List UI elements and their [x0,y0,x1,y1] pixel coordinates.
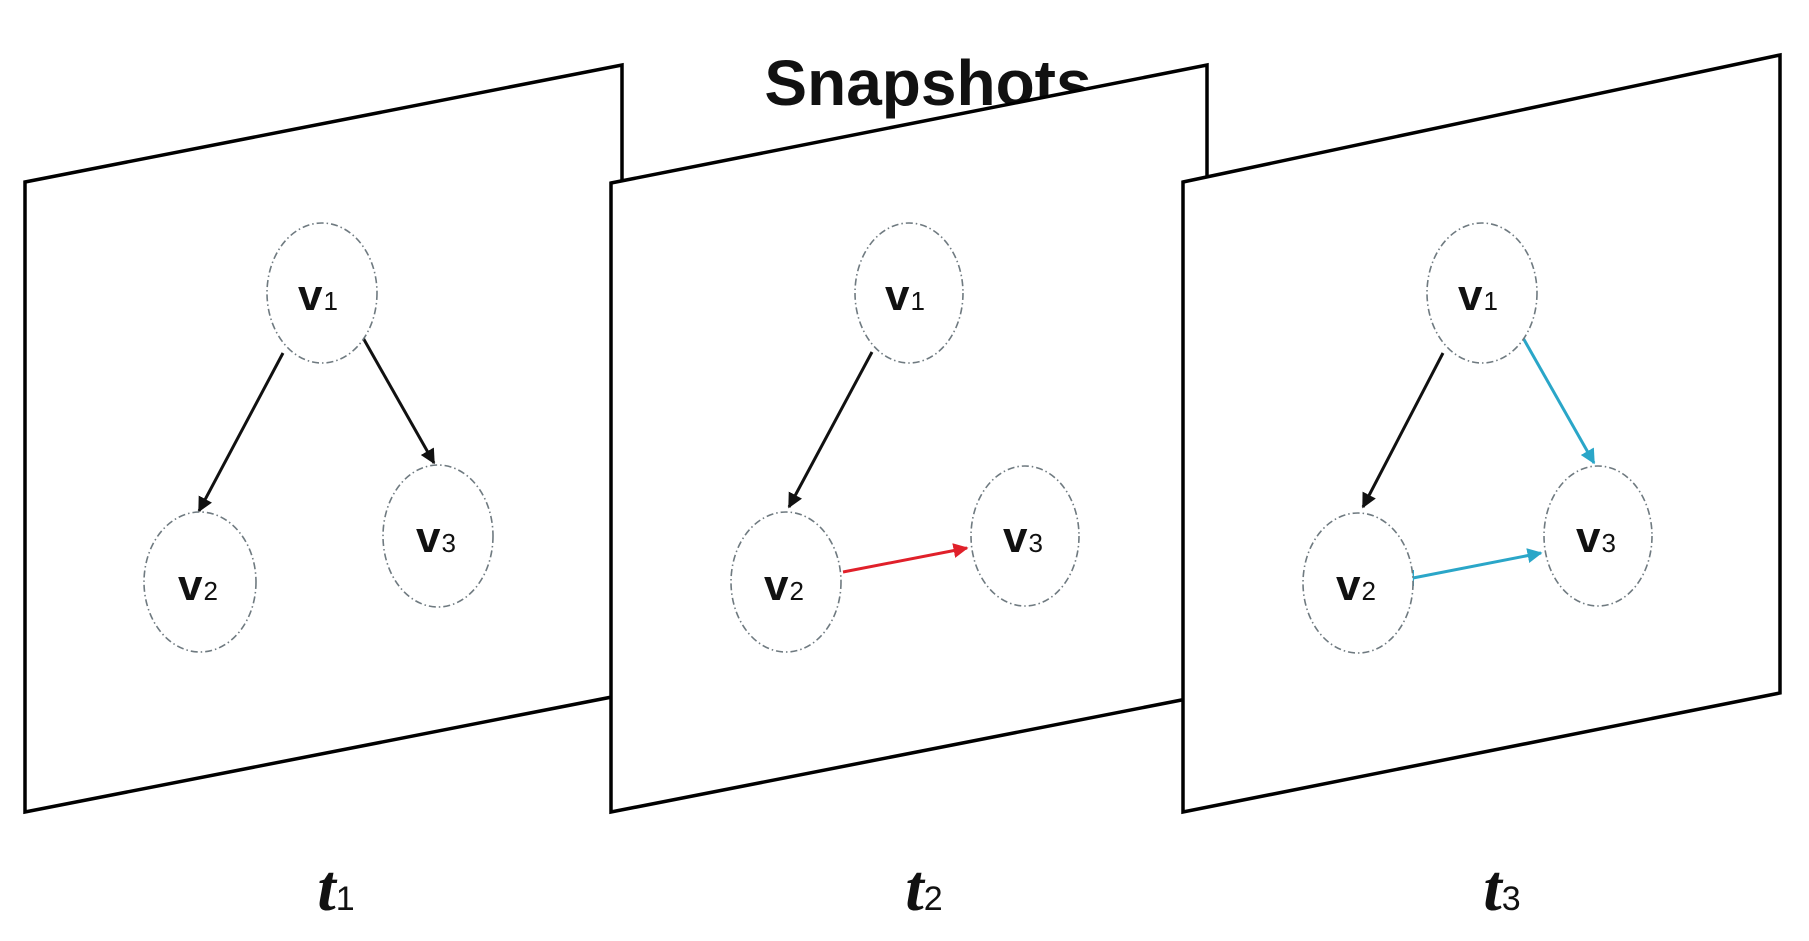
node-v3: v3 [970,465,1080,607]
edge-v2-v3-new [842,543,969,574]
node-v3: v3 [1543,465,1653,607]
snapshot-panel-t1: v1 v2 v3 [23,62,624,815]
node-label: v1 [298,271,338,320]
node-label: v3 [1576,513,1616,562]
snapshot-plane [609,62,1209,815]
node-v2: v2 [143,511,257,653]
time-label-t3: t3 [1483,852,1520,925]
node-v2: v2 [730,511,842,653]
edge-v1-v2 [787,351,874,509]
edge-v2-v3-new [1412,548,1543,580]
node-label: v2 [764,561,804,610]
node-v1: v1 [266,222,378,364]
snapshot-plane [23,62,624,815]
node-v1: v1 [1426,222,1538,364]
node-label: v3 [1003,513,1043,562]
node-label: v1 [885,271,925,320]
node-v3: v3 [382,464,494,608]
node-label: v1 [1458,271,1498,320]
node-v1: v1 [854,222,964,364]
snapshot-panel-t3: v1 v2 v3 [1181,52,1782,815]
edge-v1-v2 [197,352,285,513]
snapshot-panel-t2: v1 v2 v3 [609,62,1209,815]
edge-v1-v3 [360,335,436,465]
edge-v1-v3-new [1520,335,1596,465]
node-v2: v2 [1302,512,1414,654]
snapshot-plane [1181,52,1782,815]
time-label-t2: t2 [905,852,942,925]
node-label: v2 [1336,561,1376,610]
time-label-t1: t1 [317,852,354,925]
node-label: v2 [178,561,218,610]
edge-v1-v2 [1361,352,1445,509]
node-label: v3 [416,513,456,562]
